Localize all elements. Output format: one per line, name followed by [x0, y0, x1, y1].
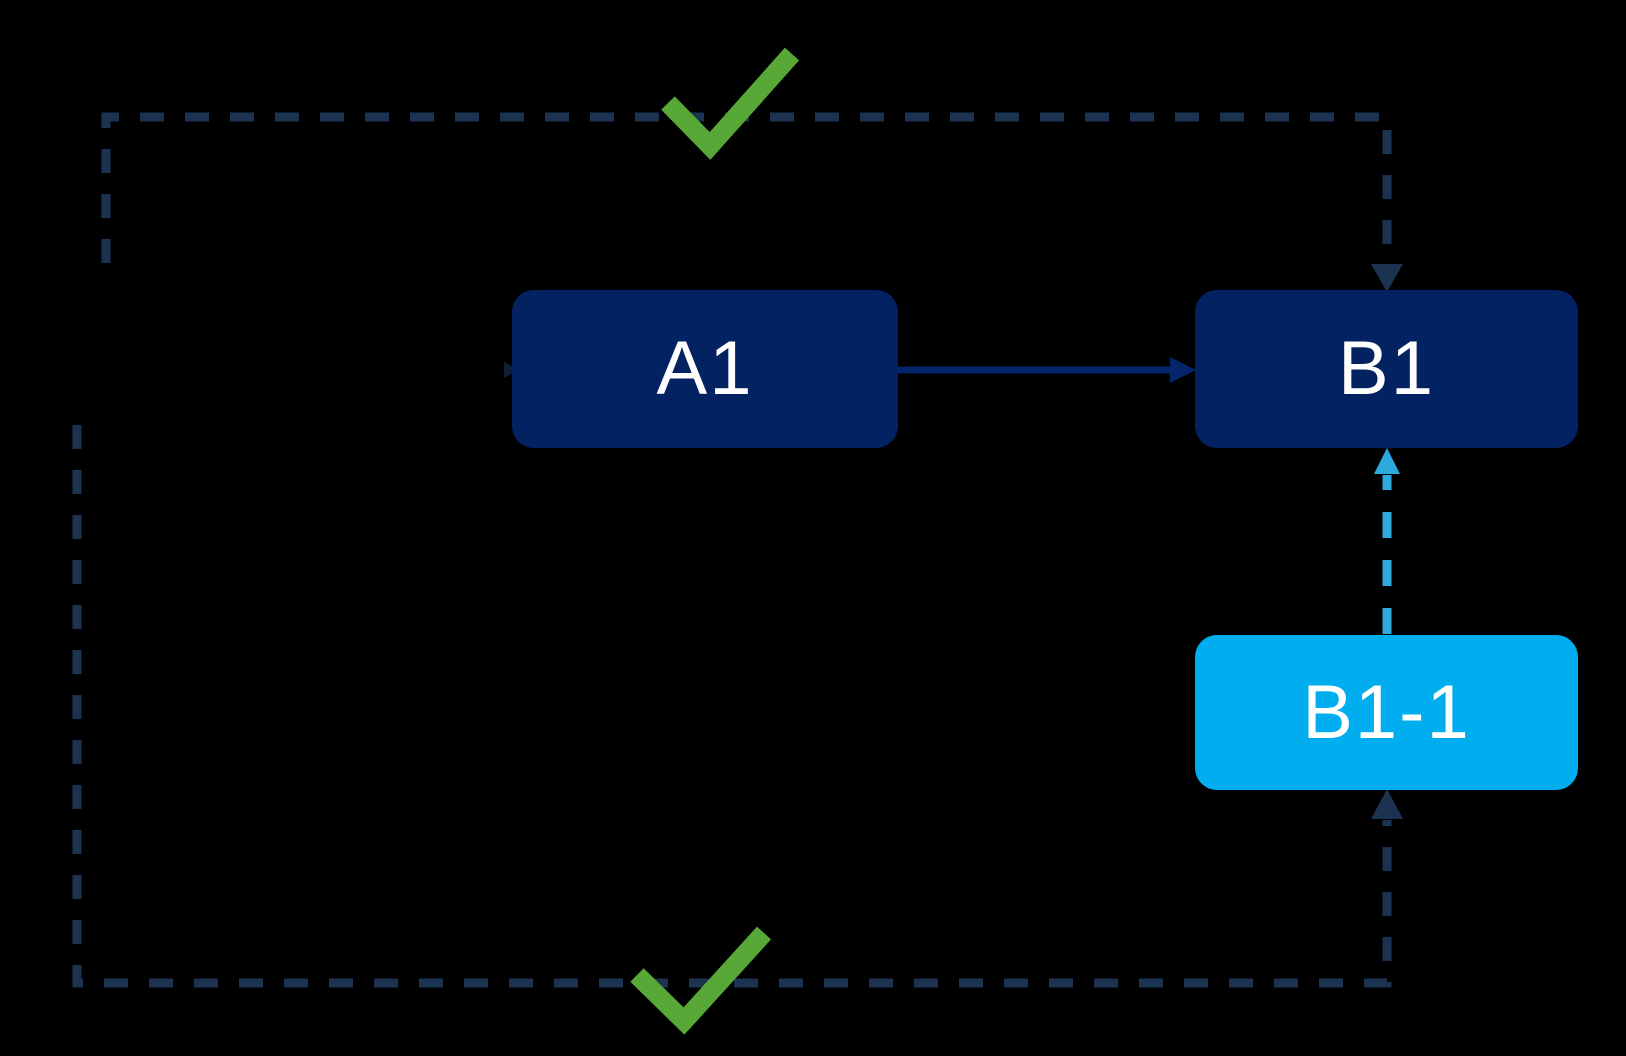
bottom-loop-arrowhead — [1371, 789, 1403, 819]
node-b1-label: B1 — [1338, 326, 1435, 411]
node-b1-1-label: B1-1 — [1302, 669, 1471, 755]
top-checkmark-icon — [661, 47, 800, 160]
node-b1-1: B1-1 — [1195, 635, 1578, 790]
a1-to-b1-arrowhead — [1170, 357, 1196, 383]
top-loop-arrowhead — [1371, 264, 1403, 292]
b11-to-b1-arrowhead — [1374, 448, 1400, 474]
a1-left-stub-arrowhead — [504, 362, 518, 378]
node-a1: A1 — [512, 290, 898, 448]
node-b1: B1 — [1195, 290, 1578, 448]
bottom-loop-dashed-connector — [72, 425, 1392, 988]
bottom-checkmark-icon — [630, 926, 772, 1035]
top-loop-dashed-connector — [101, 112, 1392, 265]
node-a1-label: A1 — [656, 326, 754, 411]
